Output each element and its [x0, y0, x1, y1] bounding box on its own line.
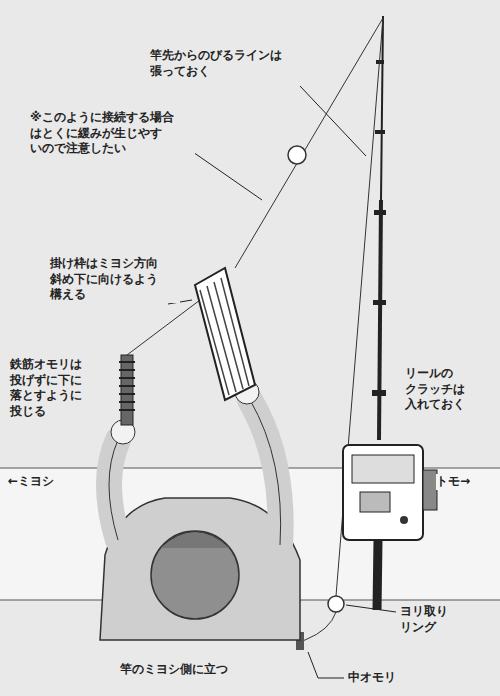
callout-leader: [300, 86, 366, 156]
angler-arm: [109, 440, 118, 540]
connector-ring: [288, 146, 306, 164]
callout-label: トモ→: [436, 474, 496, 490]
cap-brim: [160, 532, 230, 549]
reel-spool: [352, 455, 414, 483]
angler-arm-edge: [109, 440, 118, 540]
rod-guide: [372, 390, 386, 396]
swivel-ring: [328, 596, 344, 612]
frame-hooks: [200, 278, 249, 395]
leader-line: [127, 300, 200, 355]
callout-leader: [308, 652, 344, 678]
rebar-sinker: [119, 300, 200, 425]
sinker-ridges: [119, 362, 135, 410]
rod-guide: [373, 300, 386, 305]
rod-guide: [374, 210, 386, 215]
angler-arm-edge: [250, 400, 281, 545]
rod-guide: [375, 130, 385, 134]
reel-body: [343, 445, 423, 540]
callout-leader: [346, 605, 396, 612]
angler-arm: [250, 400, 281, 545]
rod-mid: [379, 200, 381, 440]
frame-board: [195, 268, 255, 400]
callout-label: 鉄筋オモリは 投げずに下に 落とすように 投じる: [10, 357, 100, 419]
electric-reel: [343, 445, 437, 540]
reel-button: [400, 516, 408, 524]
sinker-bar: [121, 355, 133, 425]
rod-butt: [377, 540, 378, 610]
callout-label: リールの クラッチは 入れておく: [405, 366, 490, 413]
callout-leader: [190, 150, 262, 200]
reel-display: [360, 492, 390, 512]
reel-handle: [423, 470, 437, 510]
hook-frame: [195, 268, 255, 400]
callout-label: ヨリ取り リング: [400, 604, 470, 635]
callout-label: 中オモリ: [348, 670, 428, 686]
callout-label: 竿先からのびるラインは 張っておく: [150, 48, 320, 79]
callout-label: ※このように接続する場合 はとくに緩みが生じやす いので注意したい: [30, 110, 195, 157]
callout-label: 掛け枠はミヨシ方向 斜め下に向けるよう 構える: [50, 256, 180, 303]
angler-cap: [151, 531, 239, 619]
callout-label: 竿のミヨシ側に立つ: [120, 662, 260, 678]
callout-label: ←ミヨシ: [8, 474, 88, 490]
gunwale-line: [0, 468, 500, 469]
